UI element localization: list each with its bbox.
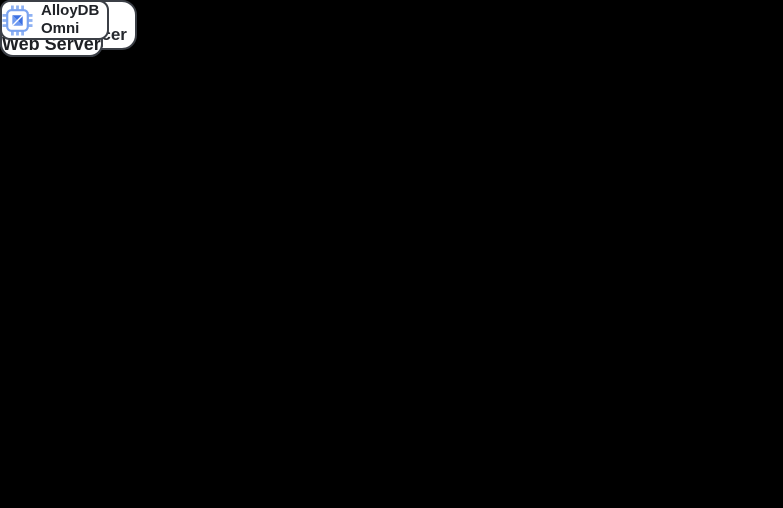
arrow-zone-a-web-server-to-alloydb-omni — [104, 309, 314, 451]
alloydb-omni-label: AlloyDB Omni — [41, 2, 100, 37]
arrow-zone-b-web-server-1-to-alloydb-omni — [300, 310, 349, 413]
arrow-zone-b-web-server-2-to-alloydb-omni — [404, 310, 469, 413]
arrow-load-balancer-to-zone-c-web-server — [463, 84, 629, 221]
alloydb-omni-node: AlloyDB Omni — [0, 0, 109, 40]
alloydb-chip-icon — [2, 5, 33, 35]
arrow-load-balancer-to-zone-b-web-server-2 — [418, 87, 473, 217]
arrow-load-balancer-to-zone-b-web-server-1 — [306, 87, 373, 218]
arrow-load-balancer-to-zone-a-web-server — [158, 86, 338, 221]
arrow-zone-c-web-server-to-alloydb-omni — [450, 309, 673, 452]
